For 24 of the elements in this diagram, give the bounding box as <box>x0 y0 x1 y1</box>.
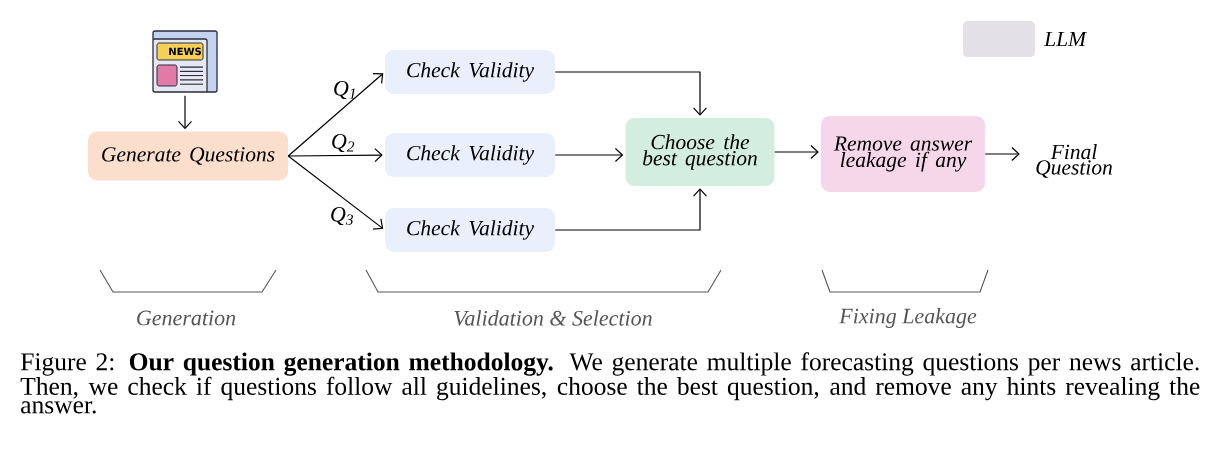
edge-label: Q$_{2}$ <box>332 133 355 153</box>
process-box: Check Validity <box>385 133 555 177</box>
arrow <box>287 72 384 157</box>
process-box: Remove answer leakage if any <box>821 116 985 192</box>
arrow <box>177 95 193 130</box>
stage-label: Validation & Selection <box>454 310 652 326</box>
arrow <box>287 148 383 163</box>
caption: Figure 2: Our question generation methodology. We generate multiple forecasting questions per news article. Then, we check if questions follow all guidelines, choose the best question, and remove any hints revealing the answer. <box>20 352 1200 414</box>
stage-label: Fixing Leakage <box>839 308 977 328</box>
arrow <box>554 188 708 231</box>
process-box: Choose the best question <box>625 118 775 186</box>
edge-label: Q$_{1}$ <box>334 80 355 100</box>
process-box: Generate Questions <box>88 131 288 181</box>
arrow <box>774 144 819 160</box>
arrow <box>554 147 624 163</box>
stage-label: Generation <box>137 310 236 326</box>
process-box: Check Validity <box>385 50 555 94</box>
process-box: Check Validity <box>385 208 555 252</box>
output-text: Final Question <box>1036 144 1112 178</box>
arrow <box>554 71 708 116</box>
legend-label: LLM <box>1043 31 1087 47</box>
arrow <box>287 155 384 230</box>
edge-label: Q$_{3}$ <box>331 206 353 226</box>
arrow <box>984 146 1020 162</box>
